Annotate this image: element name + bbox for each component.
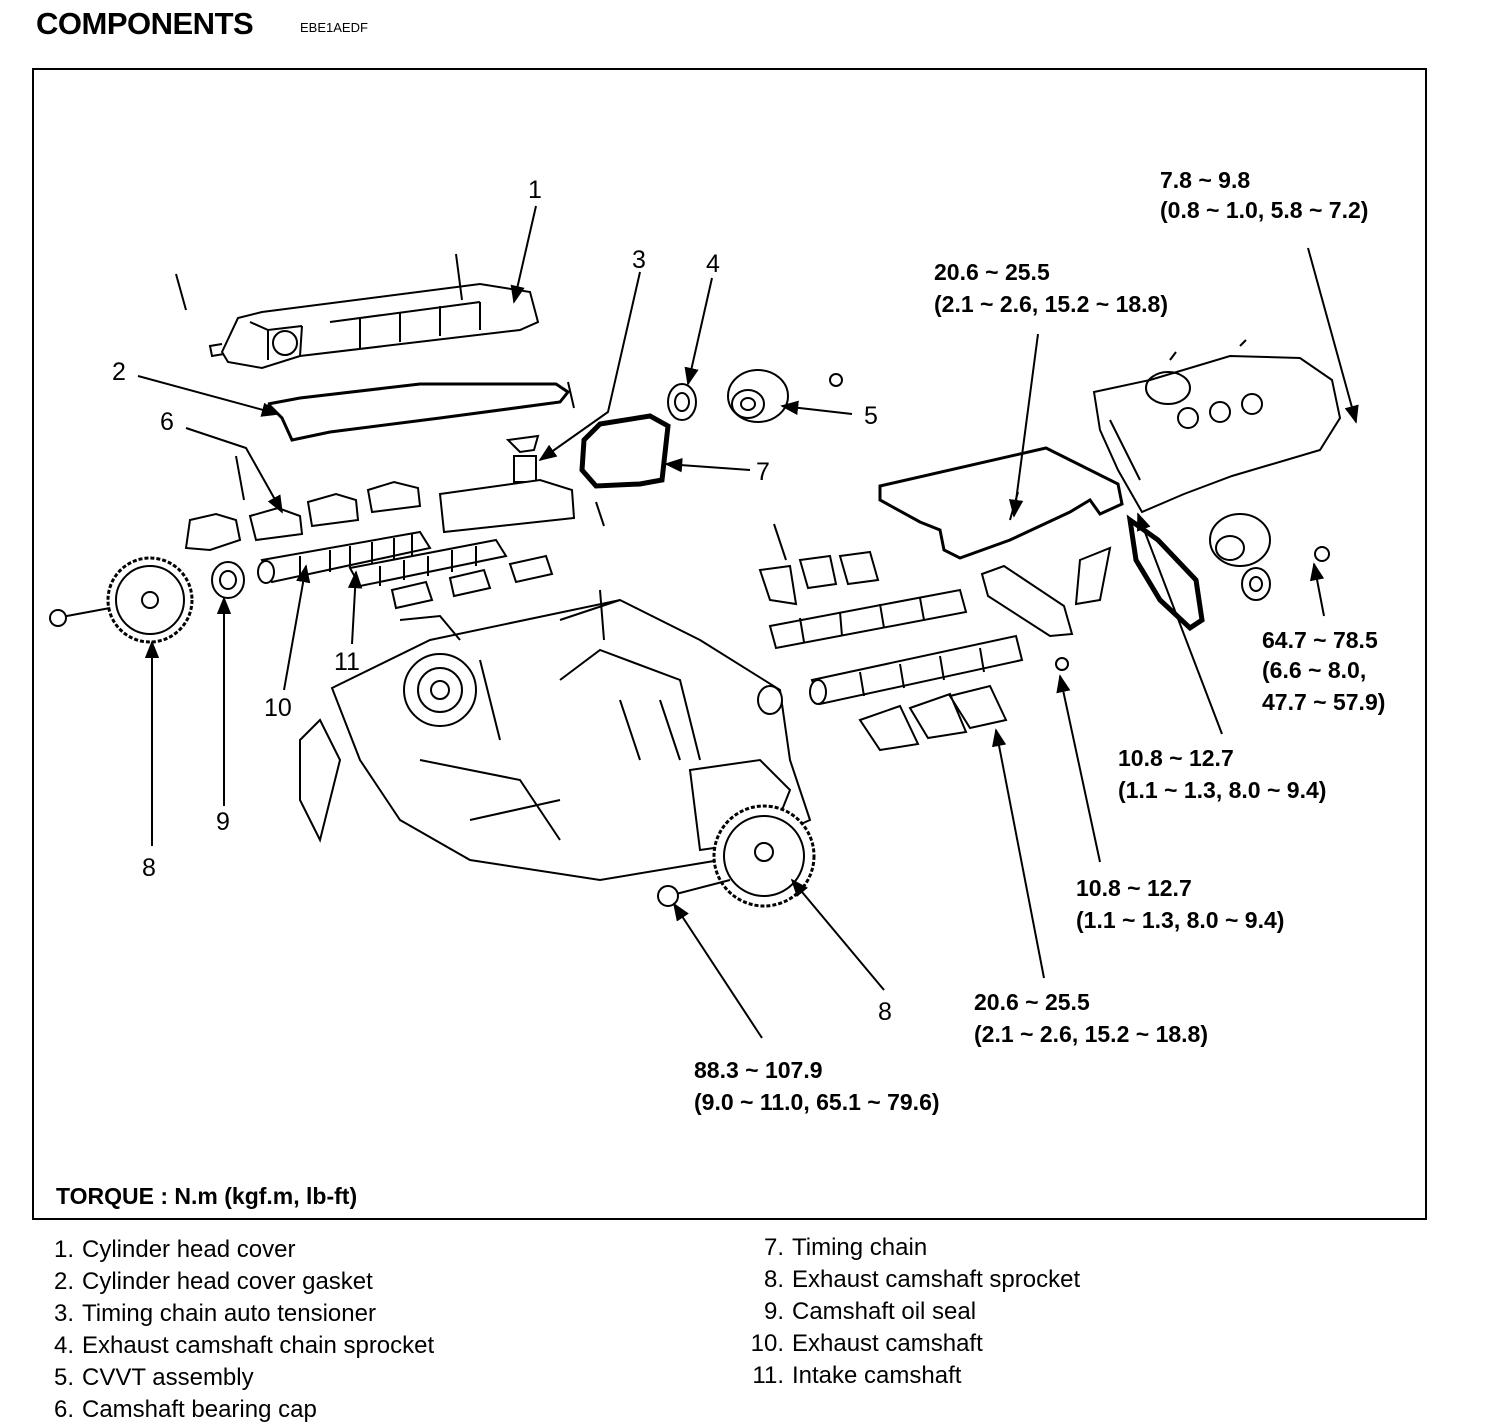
callout-6: 6 (160, 408, 174, 436)
callout-10: 10 (264, 694, 292, 722)
torque-gasket-alt: (2.1 ~ 2.6, 15.2 ~ 18.8) (934, 291, 1168, 317)
torque-tensioner-value: 10.8 ~ 12.7 (1118, 745, 1234, 771)
legend-label: Camshaft oil seal (792, 1298, 977, 1325)
torque-cvvt-alt1: (6.6 ~ 8.0, (1262, 657, 1366, 683)
legend-left: 1. Cylinder head cover 2. Cylinder head co… (36, 1234, 434, 1426)
torque-cover-bolt-alt: (0.8 ~ 1.0, 5.8 ~ 7.2) (1160, 197, 1368, 223)
chain-sprocket (667, 383, 697, 421)
torque-bearing-value: 10.8 ~ 12.7 (1076, 875, 1192, 901)
torque-bearing-alt: (1.1 ~ 1.3, 8.0 ~ 9.4) (1076, 907, 1284, 933)
page-title: COMPONENTS (36, 6, 254, 41)
legend-number: 4. (53, 1332, 74, 1359)
legend-label: Exhaust camshaft (792, 1330, 983, 1357)
legend-label: CVVT assembly (82, 1364, 254, 1391)
legend-item: 10. Exhaust camshaft (746, 1328, 1080, 1360)
cylinder-head-cover-left (208, 282, 540, 370)
oil-seal (211, 561, 245, 599)
torque-cap-value: 20.6 ~ 25.5 (974, 989, 1090, 1015)
gasket-left (266, 382, 571, 442)
legend-item: 4. Exhaust camshaft chain sprocket (36, 1330, 434, 1362)
legend-number: 10. (750, 1330, 784, 1357)
legend-label: Camshaft bearing cap (82, 1396, 317, 1423)
torque-cover-bolt-value: 7.8 ~ 9.8 (1160, 167, 1250, 193)
callout-3: 3 (632, 246, 646, 274)
legend-item: 6. Camshaft bearing cap (36, 1394, 434, 1426)
legend-label: Timing chain (792, 1234, 928, 1261)
callout-numbers: 1 2 3 4 5 6 7 11 10 9 8 8 (112, 176, 892, 1026)
cvvt-assembly (727, 369, 843, 423)
torque-tensioner-alt: (1.1 ~ 1.3, 8.0 ~ 9.4) (1118, 777, 1326, 803)
legend-number: 9. (763, 1298, 784, 1325)
torque-cap-alt: (2.1 ~ 2.6, 15.2 ~ 18.8) (974, 1021, 1208, 1047)
legend-number: 5. (53, 1364, 74, 1391)
document-code: EBE1AEDF (300, 20, 368, 35)
torque-unit-note: TORQUE : N.m (kgf.m, lb-ft) (56, 1183, 358, 1209)
cylinder-block (299, 589, 812, 882)
torque-gasket-value: 20.6 ~ 25.5 (934, 259, 1050, 285)
cylinder-head-cover-right (1092, 339, 1342, 514)
callout-2: 2 (112, 358, 126, 386)
legend-item: 7. Timing chain (746, 1232, 1080, 1264)
legend-item: 5. CVVT assembly (36, 1362, 434, 1394)
legend-label: Exhaust camshaft chain sprocket (82, 1332, 435, 1359)
callout-8-left: 8 (142, 854, 156, 882)
legend-number: 3. (53, 1300, 74, 1327)
legend-item: 11. Intake camshaft (746, 1360, 1080, 1392)
torque-sprocket-value: 88.3 ~ 107.9 (694, 1057, 823, 1083)
torque-cvvt-value: 64.7 ~ 78.5 (1262, 627, 1378, 653)
bearing-caps-upper (184, 478, 576, 552)
callout-8-lower: 8 (878, 998, 892, 1026)
legend-label: Exhaust camshaft sprocket (792, 1266, 1081, 1293)
bearing-caps-right (758, 523, 1074, 752)
cam-sprocket-left (49, 556, 194, 644)
camshaft-right-upper (768, 588, 968, 650)
legend-number: 2. (53, 1268, 74, 1295)
leader-lines (137, 205, 1359, 1039)
legend-item: 3. Timing chain auto tensioner (36, 1298, 434, 1330)
callout-11: 11 (334, 648, 360, 676)
camshaft-right-lower (809, 634, 1024, 706)
legend-label: Timing chain auto tensioner (82, 1300, 376, 1327)
legend-item: 8. Exhaust camshaft sprocket (746, 1264, 1080, 1296)
torque-sprocket-alt: (9.0 ~ 11.0, 65.1 ~ 79.6) (694, 1089, 940, 1115)
legend-item: 9. Camshaft oil seal (746, 1296, 1080, 1328)
torque-specs: 7.8 ~ 9.8 (0.8 ~ 1.0, 5.8 ~ 7.2) 20.6 ~ … (694, 167, 1385, 1115)
gasket-right (878, 446, 1124, 560)
legend-label: Cylinder head cover gasket (82, 1268, 373, 1295)
timing-chain-right (1126, 514, 1205, 632)
legend-right: 7. Timing chain 8. Exhaust camshaft sprock… (746, 1232, 1081, 1392)
legend-item: 1. Cylinder head cover (36, 1234, 434, 1266)
callout-9: 9 (216, 808, 230, 836)
legend-item: 2. Cylinder head cover gasket (36, 1266, 434, 1298)
legend-label: Cylinder head cover (82, 1236, 296, 1263)
legend-number: 11. (752, 1362, 784, 1389)
timing-chain-left (579, 413, 671, 489)
callout-1: 1 (528, 176, 542, 204)
legend-number: 8. (763, 1266, 784, 1293)
diagram-frame (32, 68, 1427, 1220)
callout-4: 4 (706, 250, 720, 278)
legend-number: 1. (53, 1236, 74, 1263)
cam-sprocket-lower (657, 804, 816, 908)
legend-label: Intake camshaft (792, 1362, 962, 1389)
callout-5: 5 (864, 402, 878, 430)
legend-number: 6. (53, 1396, 74, 1423)
legend-number: 7. (763, 1234, 784, 1261)
torque-cvvt-alt2: 47.7 ~ 57.9) (1262, 689, 1385, 715)
callout-7: 7 (756, 458, 770, 486)
chain-tensioner (505, 434, 540, 483)
